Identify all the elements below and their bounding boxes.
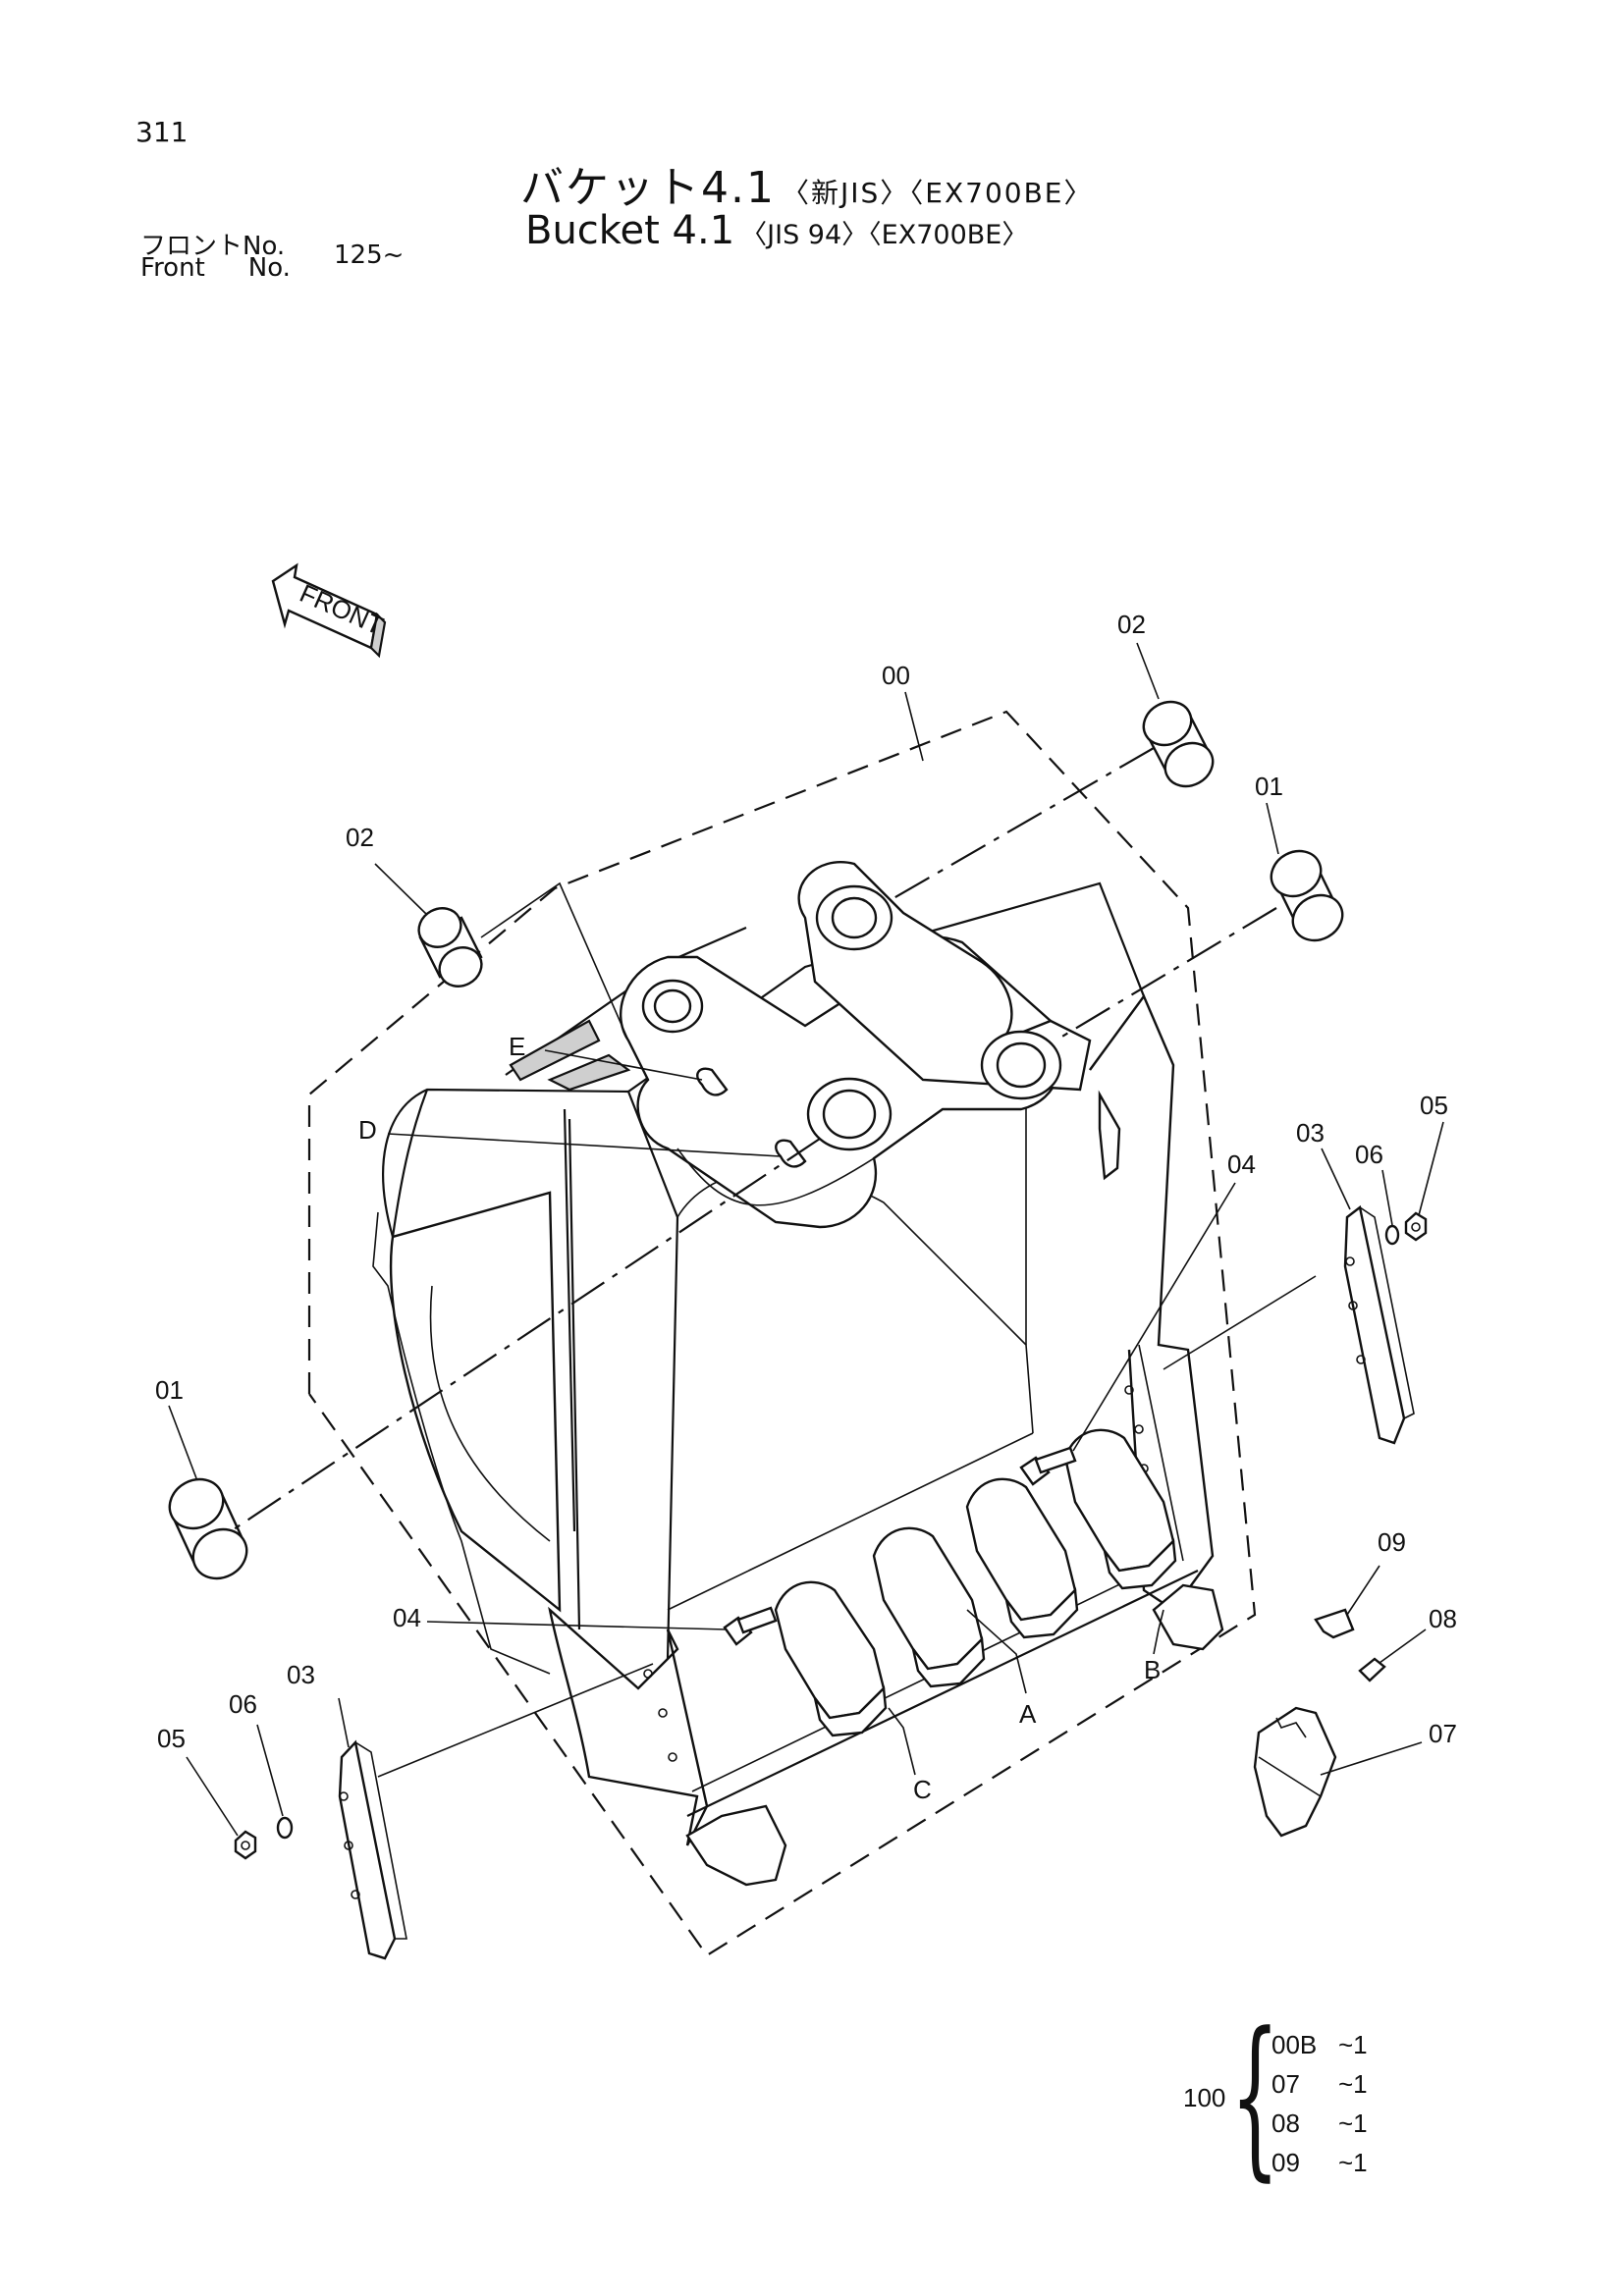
tooth-point-07 <box>1253 1706 1337 1838</box>
front-number-label-en: Front No. <box>140 253 291 283</box>
kit-row-qty: ~1 <box>1338 2148 1368 2177</box>
callout-08: 08 <box>1429 1604 1457 1633</box>
title-japanese: バケット4.1〈新JIS〉〈EX700BE〉 <box>520 152 1094 215</box>
kit-row-part: 00B <box>1271 2030 1318 2059</box>
title-english: Bucket 4.1〈JIS 94〉〈EX700BE〉 <box>525 208 1028 253</box>
callout-ref-c: C <box>913 1775 932 1804</box>
bolt-04-right <box>1019 1446 1077 1486</box>
callout-05-left: 05 <box>157 1724 186 1753</box>
kit-row: 09 ~1 <box>1271 2148 1368 2178</box>
leader-lines <box>168 642 1444 1837</box>
bushing-02-left <box>417 907 483 988</box>
callout-02-left: 02 <box>346 823 374 852</box>
leader-03-right-to-plate <box>1163 1275 1317 1370</box>
nut-05-left <box>234 1830 257 1860</box>
callout-01-lower: 01 <box>155 1375 184 1405</box>
callout-03-right: 03 <box>1296 1118 1325 1148</box>
bushing-02-upper <box>1142 700 1215 788</box>
kit-row-part: 07 <box>1271 2069 1300 2099</box>
bucket-teeth <box>685 1428 1224 1887</box>
callout-04-left: 04 <box>393 1603 421 1632</box>
title-english-text: Bucket 4.1 <box>525 208 735 253</box>
lock-09 <box>1314 1608 1355 1639</box>
washer-06-left <box>276 1816 294 1840</box>
callout-09: 09 <box>1378 1527 1406 1557</box>
callout-05-right: 05 <box>1420 1091 1448 1120</box>
pin-08 <box>1358 1657 1386 1682</box>
kit-row: 08 ~1 <box>1271 2109 1368 2139</box>
front-label-en-word: Front <box>140 253 205 283</box>
front-number-value: 125~ <box>334 240 405 270</box>
callout-ref-a: A <box>1019 1699 1037 1729</box>
front-label-en-no: No. <box>247 253 291 283</box>
callout-ref-b: B <box>1144 1655 1161 1684</box>
bushing-01-upper <box>1270 849 1344 942</box>
title-english-tags: 〈JIS 94〉〈EX700BE〉 <box>740 220 1029 250</box>
title-japanese-tags: 〈新JIS〉〈EX700BE〉 <box>781 177 1094 209</box>
bushing-01-lower <box>168 1477 248 1580</box>
callout-02-upper: 02 <box>1117 610 1146 639</box>
callout-ref-d: D <box>358 1115 377 1145</box>
callout-01-upper: 01 <box>1255 772 1283 801</box>
callout-06-left: 06 <box>229 1689 257 1719</box>
callout-04-right: 04 <box>1227 1149 1256 1179</box>
kit-row-qty: ~1 <box>1338 2109 1368 2138</box>
kit-brace: { <box>1230 1996 1280 2197</box>
front-number-label-jp: フロントNo. <box>140 232 286 261</box>
washer-06-right <box>1384 1224 1400 1246</box>
kit-row-qty: ~1 <box>1338 2030 1368 2059</box>
bucket-body <box>372 861 1215 1846</box>
axis-line-01-upper <box>1055 907 1277 1041</box>
bolt-04-left <box>723 1606 778 1646</box>
assembly-outline-00 <box>307 710 1257 1957</box>
kit-composition: 100 { 00B ~1 07 ~1 08 ~1 09 ~1 <box>1183 1996 1419 2197</box>
leader-03-left-to-plate <box>377 1663 654 1778</box>
side-cutter-right <box>1343 1204 1415 1445</box>
kit-row-part: 09 <box>1271 2148 1300 2177</box>
front-direction-arrow: FRONT <box>271 562 388 659</box>
kit-row: 00B ~1 <box>1271 2030 1368 2060</box>
callout-07: 07 <box>1429 1719 1457 1748</box>
kit-row: 07 ~1 <box>1271 2069 1368 2100</box>
callout-ref-e: E <box>509 1032 525 1061</box>
axis-line-02-left <box>480 881 629 1041</box>
axis-line-01-lower <box>230 1138 821 1532</box>
kit-row-qty: ~1 <box>1338 2069 1368 2099</box>
callout-03-left: 03 <box>287 1660 315 1689</box>
callout-06-right: 06 <box>1355 1140 1383 1169</box>
kit-row-part: 08 <box>1271 2109 1300 2138</box>
title-japanese-text: バケット4.1 <box>520 163 776 213</box>
side-cutter-left <box>338 1739 407 1960</box>
kit-id: 100 <box>1183 2083 1226 2112</box>
page-number: 311 <box>135 116 189 148</box>
nut-05-right <box>1404 1211 1428 1242</box>
axis-line-02-upper <box>888 747 1155 902</box>
callout-00: 00 <box>882 661 910 690</box>
